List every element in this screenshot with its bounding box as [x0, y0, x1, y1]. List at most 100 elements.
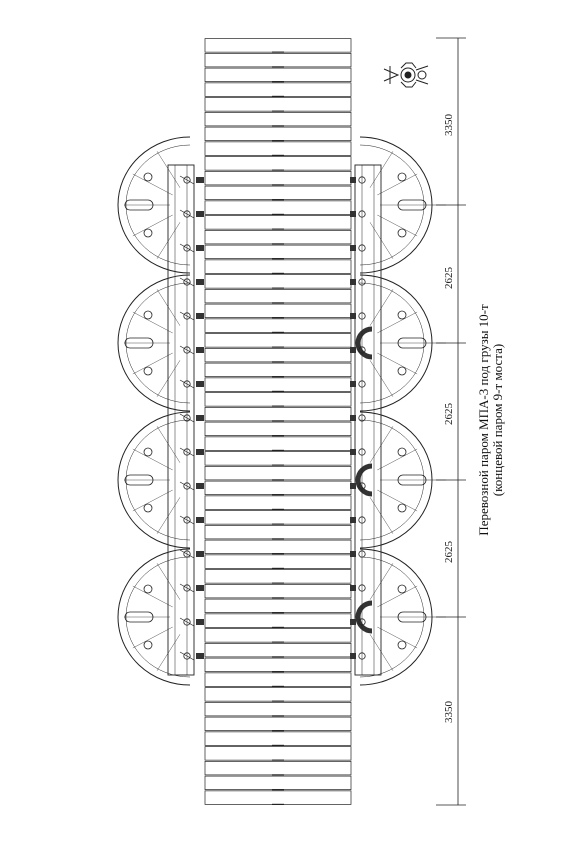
deck-plank — [204, 141, 352, 156]
deck-plank — [204, 687, 352, 702]
pontoon-left-rib — [132, 489, 173, 512]
pontoon-right-1 — [359, 136, 446, 274]
deck-plank — [204, 642, 352, 658]
cleat-left — [183, 550, 191, 558]
cleat-left — [183, 244, 191, 252]
cleat-left-block — [196, 381, 204, 387]
cleat-left-cross — [179, 209, 195, 219]
pontoon-right-rib — [377, 214, 418, 237]
cleat-left-block — [196, 449, 204, 455]
deck-plank — [204, 716, 352, 731]
deck-plank — [204, 628, 352, 643]
cleat-right — [358, 278, 366, 286]
pontoon-right-rib — [377, 352, 418, 375]
cleat-right — [358, 652, 366, 660]
cleat-left — [183, 482, 191, 490]
cleat-left-cross — [179, 277, 195, 287]
pontoon-left-slot — [124, 337, 154, 349]
deck-plank — [204, 569, 352, 584]
drawing-title-line2: (концевой паром 9-т моста) — [490, 344, 505, 496]
cleat-left-cross — [179, 617, 195, 627]
cleat-left-block — [196, 415, 204, 421]
cleat-left — [183, 652, 191, 660]
deck-plank — [204, 185, 352, 201]
pontoon-right-3 — [355, 411, 446, 549]
cleat-right — [358, 414, 366, 422]
pontoon-right-bollard — [397, 503, 407, 513]
pontoon-left-slot — [124, 611, 154, 623]
cleat-left — [183, 618, 191, 626]
deck-plank — [204, 701, 352, 717]
deck-planking — [204, 38, 352, 806]
pontoon-left-hull — [117, 411, 191, 549]
cleat-right-block — [350, 313, 356, 319]
pontoon-left-bollard — [143, 640, 153, 650]
deck-plank — [204, 790, 352, 805]
deck-plank — [204, 539, 352, 554]
cleat-right-block — [350, 551, 356, 557]
deck-plank — [204, 392, 352, 407]
cleat-right-block — [350, 279, 356, 285]
deck-plank — [204, 775, 352, 790]
cleat-right-block — [350, 449, 356, 455]
pontoon-right-bollard — [397, 447, 407, 457]
cleat-left — [183, 210, 191, 218]
cleat-left-cross — [179, 549, 195, 559]
deck-plank — [204, 731, 352, 746]
pontoon-left-rib — [132, 626, 173, 649]
deck-plank — [204, 318, 352, 333]
pontoon-left-1 — [117, 136, 191, 274]
deck-plank — [204, 38, 352, 53]
cleat-left-block — [196, 517, 204, 523]
cleat-left-cross — [179, 413, 195, 423]
deck-plank — [204, 524, 352, 540]
dimension-label-4: 2625 — [443, 541, 455, 564]
dimension-label-5: 3350 — [443, 701, 455, 724]
deck-plank — [204, 111, 352, 127]
pontoon-left-rib — [156, 222, 181, 259]
deck-plank — [204, 97, 352, 112]
cleat-left-block — [196, 211, 204, 217]
pontoon-right-rib — [369, 360, 394, 397]
deck-plank — [204, 244, 352, 260]
pontoon-right-bollard — [397, 584, 407, 594]
dimension-label-3: 2625 — [443, 403, 455, 426]
pontoon-left-bollard — [143, 172, 153, 182]
anchor-emblem-icon — [383, 62, 429, 88]
cleat-left-block — [196, 551, 204, 557]
cleat-left — [183, 176, 191, 184]
cleat-right — [358, 210, 366, 218]
cleat-right — [358, 516, 366, 524]
pontoon-right-rib — [369, 426, 394, 463]
cleat-right — [358, 244, 366, 252]
cleat-right-block — [350, 585, 356, 591]
cleat-left-block — [196, 653, 204, 659]
pontoon-right-bollard — [397, 366, 407, 376]
deck-plank — [204, 598, 352, 613]
cleat-right-block — [350, 653, 356, 659]
cleat-left-block — [196, 483, 204, 489]
deck-plank — [204, 348, 352, 363]
cleat-left — [183, 584, 191, 592]
cleat-left-cross — [179, 345, 195, 355]
deck-plank — [204, 510, 352, 525]
deck-plank — [204, 289, 352, 304]
pontoon-right-bollard — [397, 310, 407, 320]
cleat-left-block — [196, 313, 204, 319]
cleat-right — [358, 380, 366, 388]
deck-plank — [204, 67, 352, 82]
cleat-left-block — [196, 619, 204, 625]
deck-plank — [204, 156, 352, 171]
pontoon-right-rib — [377, 173, 418, 196]
pontoon-left-bollard — [143, 310, 153, 320]
mooring-rope-coil — [355, 600, 373, 634]
side-beam-right — [354, 164, 382, 676]
pontoon-left-rib — [156, 360, 181, 397]
pontoon-right-rib — [377, 585, 418, 608]
deck-plank — [204, 82, 352, 97]
cleat-left — [183, 346, 191, 354]
deck-plank — [204, 52, 352, 68]
deck-plank — [204, 466, 352, 481]
pontoon-left-slot — [124, 199, 154, 211]
pontoon-right-2 — [355, 274, 446, 412]
